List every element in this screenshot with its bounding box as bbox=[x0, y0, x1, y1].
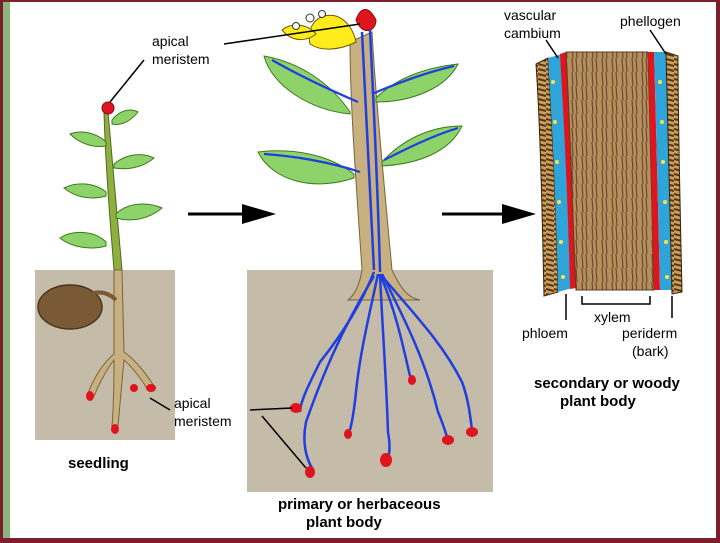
woody-stem-section: vascular cambium phellogen xylem phloem … bbox=[504, 7, 683, 410]
seedling-group: apical meristem apical meristem seedling bbox=[35, 33, 232, 472]
phellogen-label: phellogen bbox=[620, 13, 681, 29]
primary-leaf-veins bbox=[263, 59, 459, 174]
vascular-label-2: cambium bbox=[504, 25, 561, 41]
apical-meristem-top-label-1: apical bbox=[152, 33, 189, 49]
apical-meristem-top-label-2: meristem bbox=[152, 51, 210, 67]
apical-meristem-flower-pointer bbox=[223, 23, 361, 45]
periderm-label: periderm bbox=[622, 325, 677, 341]
primary-root-tips bbox=[290, 375, 478, 478]
phloem-label: phloem bbox=[522, 325, 568, 341]
vascular-cambium-pointer bbox=[545, 39, 559, 59]
apical-meristem-root-label-2: meristem bbox=[174, 413, 232, 429]
apical-meristem-root-label-1: apical bbox=[174, 395, 211, 411]
primary-soil bbox=[247, 270, 493, 492]
diagram-canvas: apical meristem apical meristem seedling bbox=[10, 2, 716, 538]
secondary-caption-1: secondary or woody bbox=[534, 375, 681, 392]
arrow-right-1-icon bbox=[188, 204, 276, 224]
bark-right bbox=[665, 51, 683, 295]
root-meristem-pointer-a bbox=[249, 407, 293, 411]
bark-label: (bark) bbox=[632, 343, 669, 359]
plant-growth-diagram: apical meristem apical meristem seedling bbox=[35, 7, 683, 531]
phellogen-pointer bbox=[649, 29, 667, 55]
xylem-label: xylem bbox=[594, 309, 631, 325]
left-accent-bar bbox=[3, 2, 10, 538]
seedling-cotyledon bbox=[89, 290, 118, 302]
seed-coat bbox=[37, 284, 103, 330]
apical-meristem-root-pointer bbox=[149, 397, 171, 411]
xylem-bracket bbox=[581, 296, 651, 305]
seedling-root-tips bbox=[86, 384, 156, 434]
primary-caption-1: primary or herbaceous bbox=[278, 496, 441, 513]
apical-meristem-top-pointer bbox=[109, 59, 145, 103]
vascular-label-1: vascular bbox=[504, 7, 556, 23]
arrow-right-2-icon bbox=[442, 204, 536, 224]
root-meristem-pointer-b bbox=[261, 415, 307, 469]
phloem-left bbox=[560, 52, 576, 289]
primary-stem-vascular bbox=[298, 29, 474, 469]
seedling-apical-meristem-tip bbox=[101, 101, 115, 115]
phloem-right bbox=[648, 52, 660, 290]
primary-caption-2: plant body bbox=[306, 514, 382, 531]
seedling-caption: seedling bbox=[68, 455, 129, 472]
primary-leaves bbox=[257, 55, 463, 185]
primary-apical-bud bbox=[355, 9, 377, 31]
xylem-wood bbox=[565, 51, 655, 291]
primary-flower bbox=[281, 10, 357, 50]
seedling-leaves bbox=[59, 109, 163, 249]
cambium-left bbox=[548, 54, 572, 292]
cambium-cells bbox=[551, 80, 669, 279]
primary-plant-group: primary or herbaceous plant body bbox=[223, 9, 493, 531]
secondary-caption-2: plant body bbox=[560, 393, 636, 410]
